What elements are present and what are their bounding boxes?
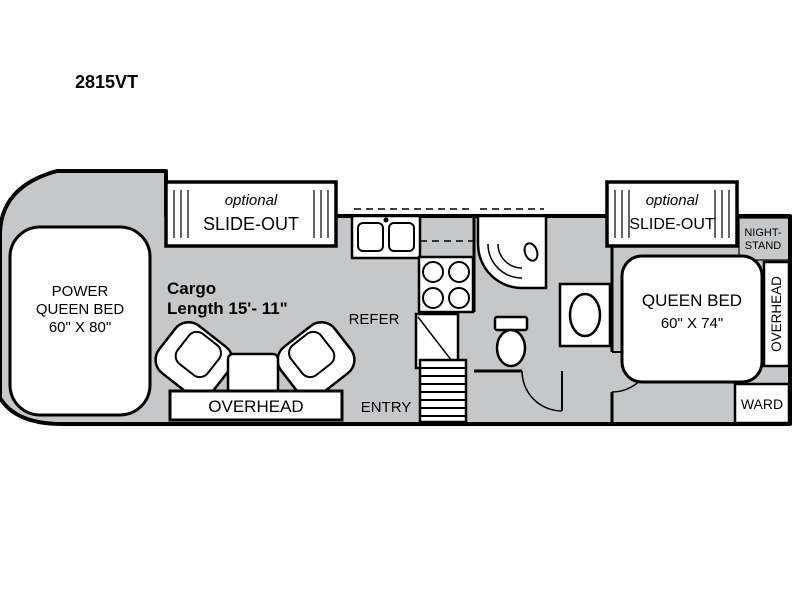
bedroom-overhead-cabinet: OVERHEAD: [762, 260, 791, 368]
slideout-right-ticks: [614, 190, 730, 238]
slideout-right-optional-label: optional: [646, 192, 699, 209]
wardrobe: WARD: [733, 382, 791, 425]
front-bed-size-label: 60" X 80": [49, 319, 111, 336]
rear-queen-bed: QUEEN BED 60" X 74": [620, 254, 764, 384]
bathroom-door: [521, 370, 563, 412]
entry-steps: [418, 358, 468, 424]
cargo-overhead-cabinet: OVERHEAD: [168, 389, 344, 422]
entry-label: ENTRY: [361, 399, 412, 416]
overhead-cabinet-dashes: [354, 208, 544, 242]
wardrobe-label: WARD: [741, 396, 783, 412]
slideout-left-label: SLIDE-OUT: [203, 214, 299, 234]
shower: [476, 214, 548, 290]
slideout-right: optional SLIDE-OUT: [605, 180, 739, 248]
slideout-right-label: SLIDE-OUT: [629, 216, 715, 233]
burner-icon: [422, 287, 444, 309]
slideout-left: optional SLIDE-OUT: [164, 180, 338, 248]
kitchen-counter: [350, 214, 422, 260]
burner-icon: [448, 261, 470, 283]
cargo-label-line2: Length 15'- 11": [167, 299, 288, 318]
side-table: [226, 352, 280, 396]
cargo-overhead-label: OVERHEAD: [208, 397, 303, 416]
nightstand: [738, 217, 790, 261]
sink-basin-left: [357, 222, 384, 252]
rear-bed-size-label: 60" X 74": [661, 315, 723, 332]
front-bed-label-2: QUEEN BED: [36, 301, 125, 318]
slideout-left-ticks: [173, 190, 329, 238]
burner-icon: [422, 261, 444, 283]
lav-sink-icon: [568, 292, 602, 338]
faucet-icon: [383, 217, 389, 223]
shower-drain-icon: [523, 242, 539, 262]
refer-label: REFER: [349, 311, 400, 328]
burner-icon: [448, 287, 470, 309]
stove: [417, 255, 475, 314]
front-queen-bed: POWER QUEEN BED 60" X 80": [8, 225, 152, 417]
front-bed-label-1: POWER: [52, 283, 109, 300]
cargo-length-label: Cargo Length 15'- 11": [167, 279, 288, 318]
cargo-label-line1: Cargo: [167, 279, 216, 298]
toilet: [493, 315, 529, 368]
bathroom-vanity: [558, 282, 612, 348]
sink-basin-right: [388, 222, 415, 252]
nightstand-label-line2: STAND: [745, 240, 782, 252]
slideout-left-optional-label: optional: [225, 192, 278, 209]
bedroom-overhead-label: OVERHEAD: [769, 276, 784, 352]
rear-bed-label: QUEEN BED: [642, 291, 742, 310]
nightstand-label-line1: NIGHT-: [744, 227, 782, 239]
model-label: 2815VT: [75, 72, 138, 92]
